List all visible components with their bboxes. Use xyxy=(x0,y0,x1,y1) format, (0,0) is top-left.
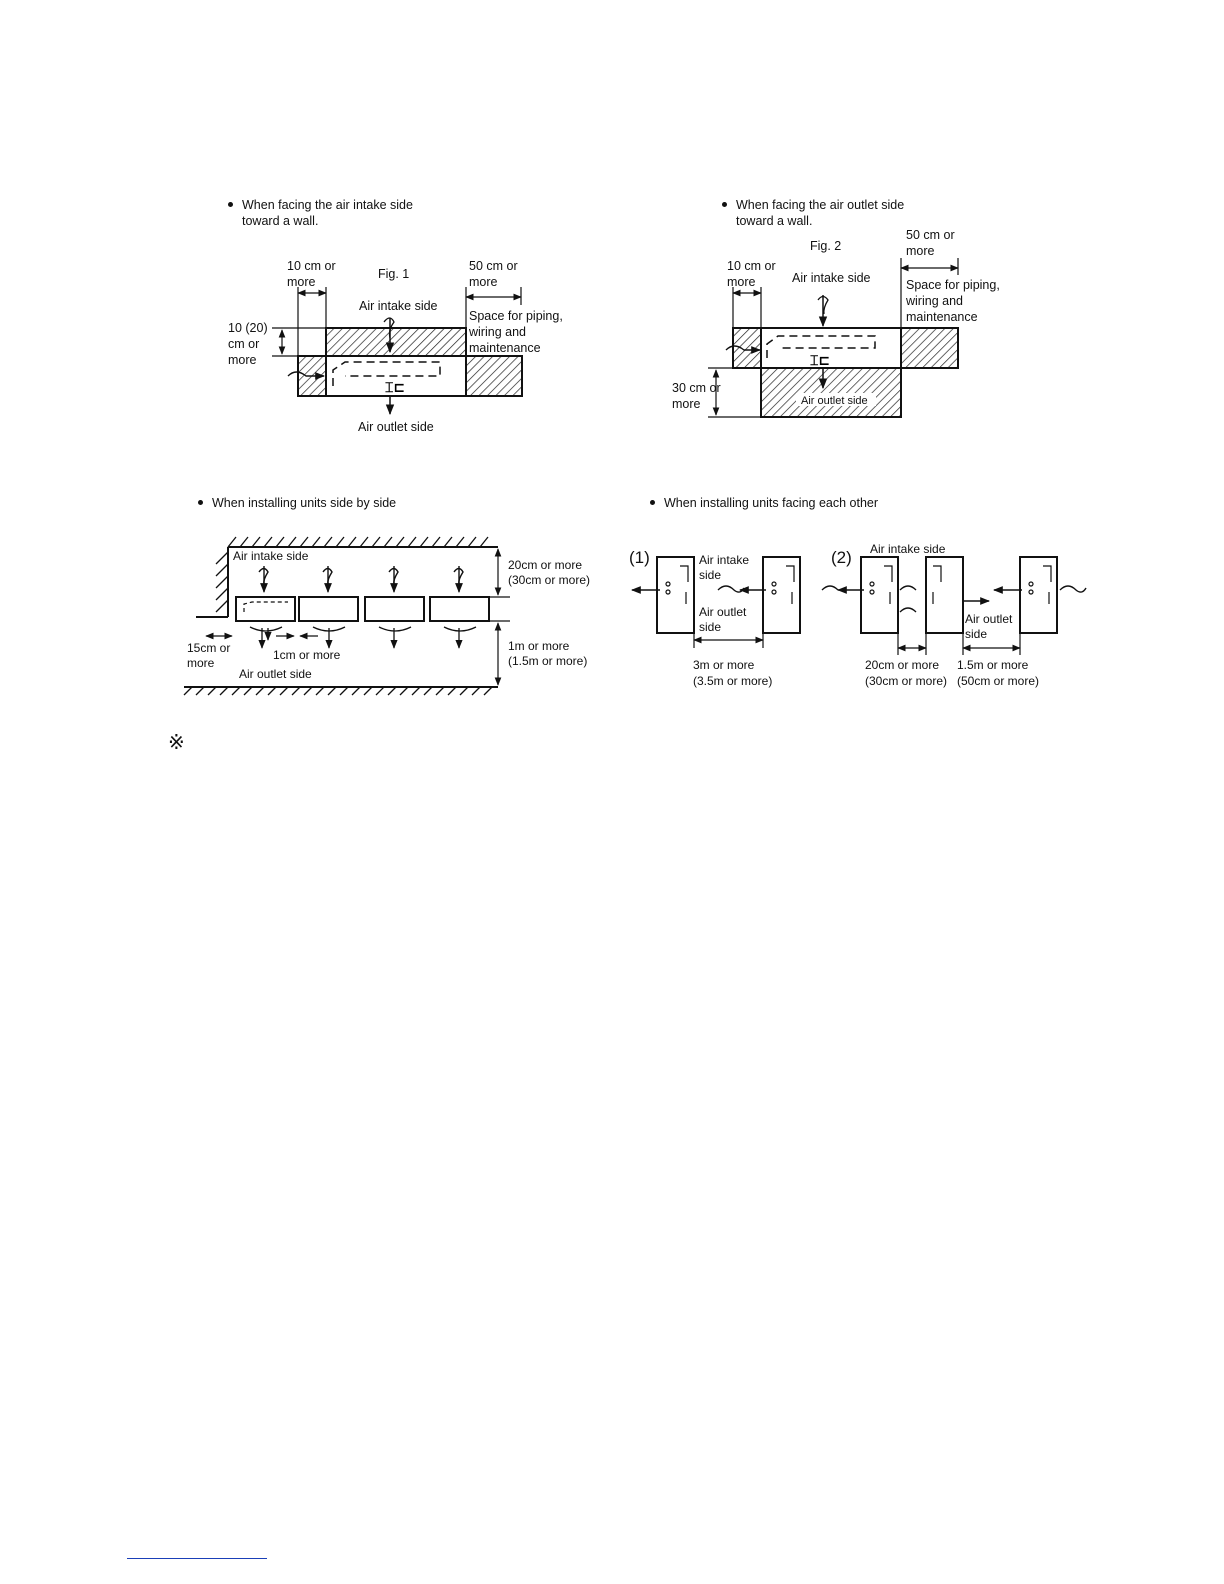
facing-caption: When installing units facing each other xyxy=(650,495,878,511)
fig2-fan-icon: ⌶⊏ xyxy=(810,352,830,368)
fig1-top-clearance-3: more xyxy=(228,353,257,367)
side-by-side-intake-label: Air intake side xyxy=(233,549,309,563)
bullet-icon xyxy=(228,202,233,208)
fig1-right-clearance: 50 cm or xyxy=(469,259,518,273)
fig2-space-label-3: maintenance xyxy=(906,310,978,324)
fig2-outlet-label: Air outlet side xyxy=(801,395,868,407)
facing-outlet-2: Air outlet xyxy=(965,612,1013,626)
side-by-side-between-clearance: 1cm or more xyxy=(273,648,341,662)
side-by-side-outlet-label: Air outlet side xyxy=(239,667,312,681)
fig1-fan-icon: ⌶⊏ xyxy=(385,379,405,395)
facing-outlet-2-2: side xyxy=(965,627,988,641)
facing-intake-1: Air intake xyxy=(699,553,750,567)
fig1-right-clearance-2: more xyxy=(469,275,498,289)
fig1-left-clearance-2: more xyxy=(287,275,316,289)
facing-distance-2b-2: (50cm or more) xyxy=(957,674,1040,688)
fig1-caption: When facing the air intake side toward a… xyxy=(228,197,413,229)
side-by-side-left-clearance-2: more xyxy=(187,656,215,670)
bullet-icon xyxy=(722,202,727,208)
side-by-side-top-clearance-2: (30cm or more) xyxy=(508,573,591,587)
fig2-intake-label: Air intake side xyxy=(792,271,871,285)
fig2-bottom-clearance: 30 cm or xyxy=(672,381,721,395)
facing-unit-1b xyxy=(762,556,801,634)
side-unit-4 xyxy=(429,596,490,632)
side-by-side-bottom-clearance-2: (1.5m or more) xyxy=(508,654,588,668)
fig1-space-label-2: wiring and xyxy=(469,325,526,339)
fig2-title: Fig. 2 xyxy=(810,239,842,253)
facing-distance-1: 3m or more xyxy=(693,658,755,672)
side-by-side-left-clearance: 15cm or xyxy=(187,641,231,655)
side-unit-2 xyxy=(298,596,359,632)
facing-distance-2a: 20cm or more xyxy=(865,658,940,672)
fig1-outlet-label: Air outlet side xyxy=(358,420,434,434)
fig2-right-clearance-2: more xyxy=(906,244,935,258)
facing-case-2-label: (2) xyxy=(831,548,852,567)
bullet-icon xyxy=(198,500,203,506)
side-unit-1 xyxy=(235,596,296,632)
bullet-icon xyxy=(650,500,655,506)
fig1-wall-right xyxy=(465,355,523,397)
fig2-left-clearance: 10 cm or xyxy=(727,259,776,273)
fig2-caption: When facing the air outlet side toward a… xyxy=(722,197,904,229)
fig2-wall-bottom xyxy=(760,367,902,418)
fig1-unit-inner xyxy=(332,361,441,386)
facing-intake-2: Air intake side xyxy=(870,542,946,556)
facing-outlet-1-2: side xyxy=(699,620,722,634)
fig2-right-clearance: 50 cm or xyxy=(906,228,955,242)
fig2-bottom-clearance-2: more xyxy=(672,397,701,411)
fig1-top-clearance: 10 (20) xyxy=(228,321,268,335)
fig1-title: Fig. 1 xyxy=(378,267,410,281)
fig2-left-clearance-2: more xyxy=(727,275,756,289)
fig1-space-label-3: maintenance xyxy=(469,341,541,355)
fig1-top-clearance-2: cm or xyxy=(228,337,260,351)
facing-unit-2b xyxy=(925,556,964,634)
facing-intake-1-2: side xyxy=(699,568,722,582)
side-by-side-caption: When installing units side by side xyxy=(198,495,396,511)
fig2-space-label: Space for piping, xyxy=(906,278,1000,292)
side-by-side-top-clearance: 20cm or more xyxy=(508,558,583,572)
facing-case-1-label: (1) xyxy=(629,548,650,567)
footer-rule xyxy=(127,1558,267,1559)
fig1-wall-top xyxy=(325,327,467,357)
fig1-left-clearance: 10 cm or xyxy=(287,259,336,273)
fig1-intake-label: Air intake side xyxy=(359,299,438,313)
facing-distance-2b: 1.5m or more xyxy=(957,658,1029,672)
facing-distance-2a-2: (30cm or more) xyxy=(865,674,948,688)
side-by-side-bottom-clearance: 1m or more xyxy=(508,639,570,653)
side-unit-3 xyxy=(364,596,425,632)
facing-distance-1-2: (3.5m or more) xyxy=(693,674,773,688)
fig1-space-label: Space for piping, xyxy=(469,309,563,323)
note-mark-icon: ※ xyxy=(168,732,185,754)
fig2-space-label-2: wiring and xyxy=(906,294,963,308)
facing-outlet-1: Air outlet xyxy=(699,605,747,619)
